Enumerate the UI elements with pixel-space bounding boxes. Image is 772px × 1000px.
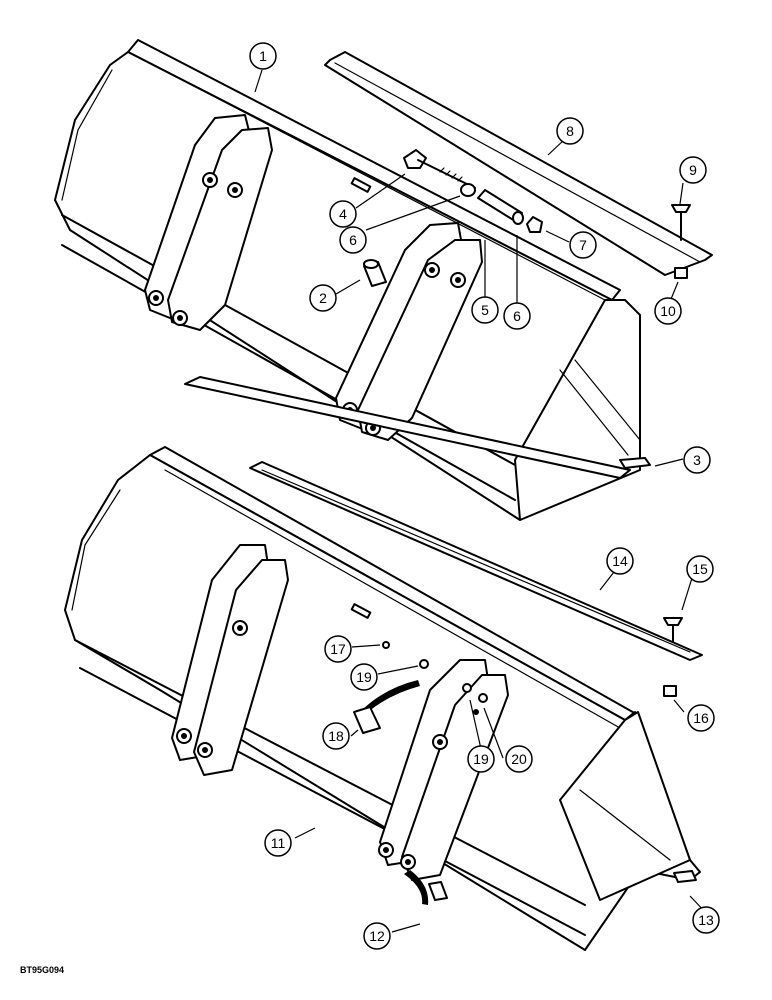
callout-17: 17 — [324, 635, 352, 663]
svg-text:18: 18 — [328, 728, 344, 744]
edge-strip — [184, 376, 631, 479]
callout-15: 15 — [686, 555, 714, 583]
figure-code: BT95G094 — [20, 965, 64, 975]
svg-text:12: 12 — [369, 928, 385, 944]
svg-text:3: 3 — [693, 452, 701, 468]
svg-text:17: 17 — [330, 641, 346, 657]
bushing — [428, 881, 448, 901]
callout-19: 19 — [350, 663, 378, 691]
callout-13: 13 — [692, 906, 720, 934]
wear-pad — [673, 870, 697, 883]
nut-small — [663, 685, 677, 697]
callout-11: 11 — [264, 829, 292, 857]
callout-10: 10 — [654, 297, 682, 325]
svg-text:9: 9 — [689, 162, 697, 178]
svg-text:8: 8 — [566, 123, 574, 139]
svg-text:5: 5 — [481, 302, 489, 318]
nut — [526, 216, 543, 233]
svg-text:15: 15 — [692, 561, 708, 577]
callout-18: 18 — [322, 722, 350, 750]
callout-14: 14 — [606, 547, 634, 575]
callout-19: 19 — [467, 745, 495, 773]
nut-small — [674, 267, 688, 279]
callout-6: 6 — [503, 302, 531, 330]
callout-1: 1 — [249, 42, 277, 70]
callout-16: 16 — [687, 704, 715, 732]
callout-9: 9 — [679, 156, 707, 184]
washer — [478, 693, 488, 703]
callout-6: 6 — [339, 226, 367, 254]
callout-20: 20 — [505, 745, 533, 773]
washer — [512, 211, 524, 225]
upper-bucket — [54, 39, 641, 521]
lower-bucket — [64, 446, 701, 951]
svg-text:19: 19 — [473, 751, 489, 767]
plow-bolt-head — [671, 204, 691, 213]
svg-text:16: 16 — [693, 710, 709, 726]
svg-text:6: 6 — [513, 308, 521, 324]
callout-2: 2 — [309, 284, 337, 312]
svg-text:10: 10 — [660, 303, 676, 319]
svg-text:13: 13 — [698, 912, 714, 928]
washer — [460, 183, 476, 197]
washer — [419, 659, 429, 669]
pin — [382, 641, 390, 649]
callout-12: 12 — [363, 922, 391, 950]
svg-text:19: 19 — [356, 669, 372, 685]
corner-wear — [619, 457, 651, 469]
cutting-edge-upper — [324, 51, 713, 276]
svg-text:6: 6 — [349, 232, 357, 248]
callout-5: 5 — [471, 296, 499, 324]
callout-4: 4 — [329, 200, 357, 228]
washer — [462, 683, 472, 693]
svg-text:14: 14 — [612, 553, 628, 569]
svg-text:20: 20 — [511, 751, 527, 767]
svg-text:11: 11 — [271, 835, 286, 851]
svg-text:7: 7 — [579, 237, 587, 253]
bolt — [403, 149, 476, 189]
svg-text:1: 1 — [259, 48, 267, 64]
plow-bolt-head — [663, 617, 683, 626]
callout-7: 7 — [569, 231, 597, 259]
bushing-end — [363, 259, 379, 269]
callout-3: 3 — [683, 446, 711, 474]
svg-text:2: 2 — [319, 290, 327, 306]
svg-text:4: 4 — [339, 206, 347, 222]
leader-lines — [254, 69, 709, 933]
bushing — [353, 706, 381, 734]
callout-8: 8 — [556, 117, 584, 145]
